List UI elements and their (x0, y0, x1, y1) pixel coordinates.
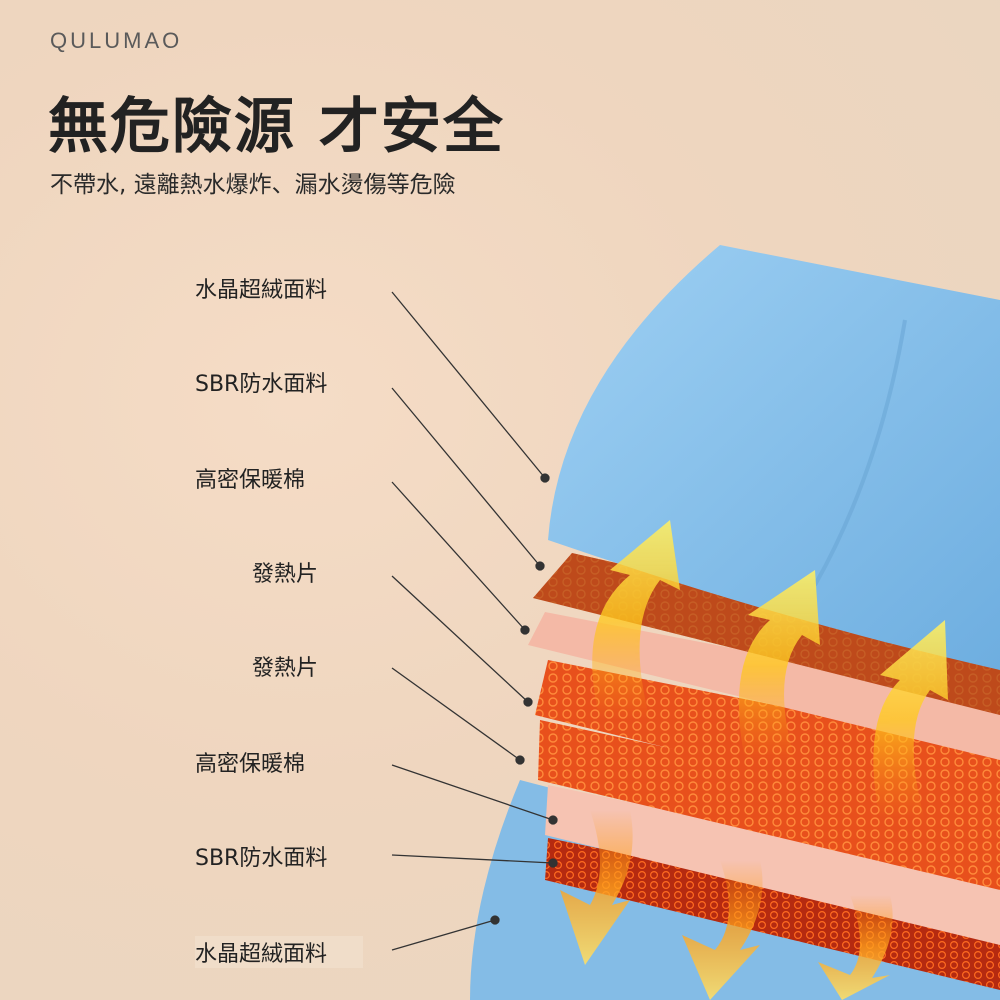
layer-label-3: 高密保暖棉 (195, 468, 306, 493)
layer-label-6: 高密保暖棉 (195, 752, 306, 777)
layer-label-2: SBR防水面料 (195, 372, 328, 397)
bottom-heater-layer (538, 720, 1000, 890)
page-title: 無危險源 才安全 (48, 92, 505, 162)
layer-label-5: 發熱片 (252, 656, 319, 681)
layer-label-4: 發熱片 (252, 562, 319, 587)
page-subtitle: 不帶水, 遠離熱水爆炸、漏水燙傷等危險 (50, 172, 456, 198)
bottom-waterproof-layer (545, 838, 1000, 990)
layer-label-7: SBR防水面料 (195, 846, 328, 871)
layer-label-1: 水晶超絨面料 (195, 278, 328, 303)
heat-up-arrow-icon (592, 520, 948, 820)
layer-label-8: 水晶超絨面料 (195, 936, 364, 968)
brand-logo-text: QULUMAO (50, 28, 183, 53)
heat-down-arrow-icon (560, 810, 893, 1000)
leader-lines (391, 291, 558, 951)
